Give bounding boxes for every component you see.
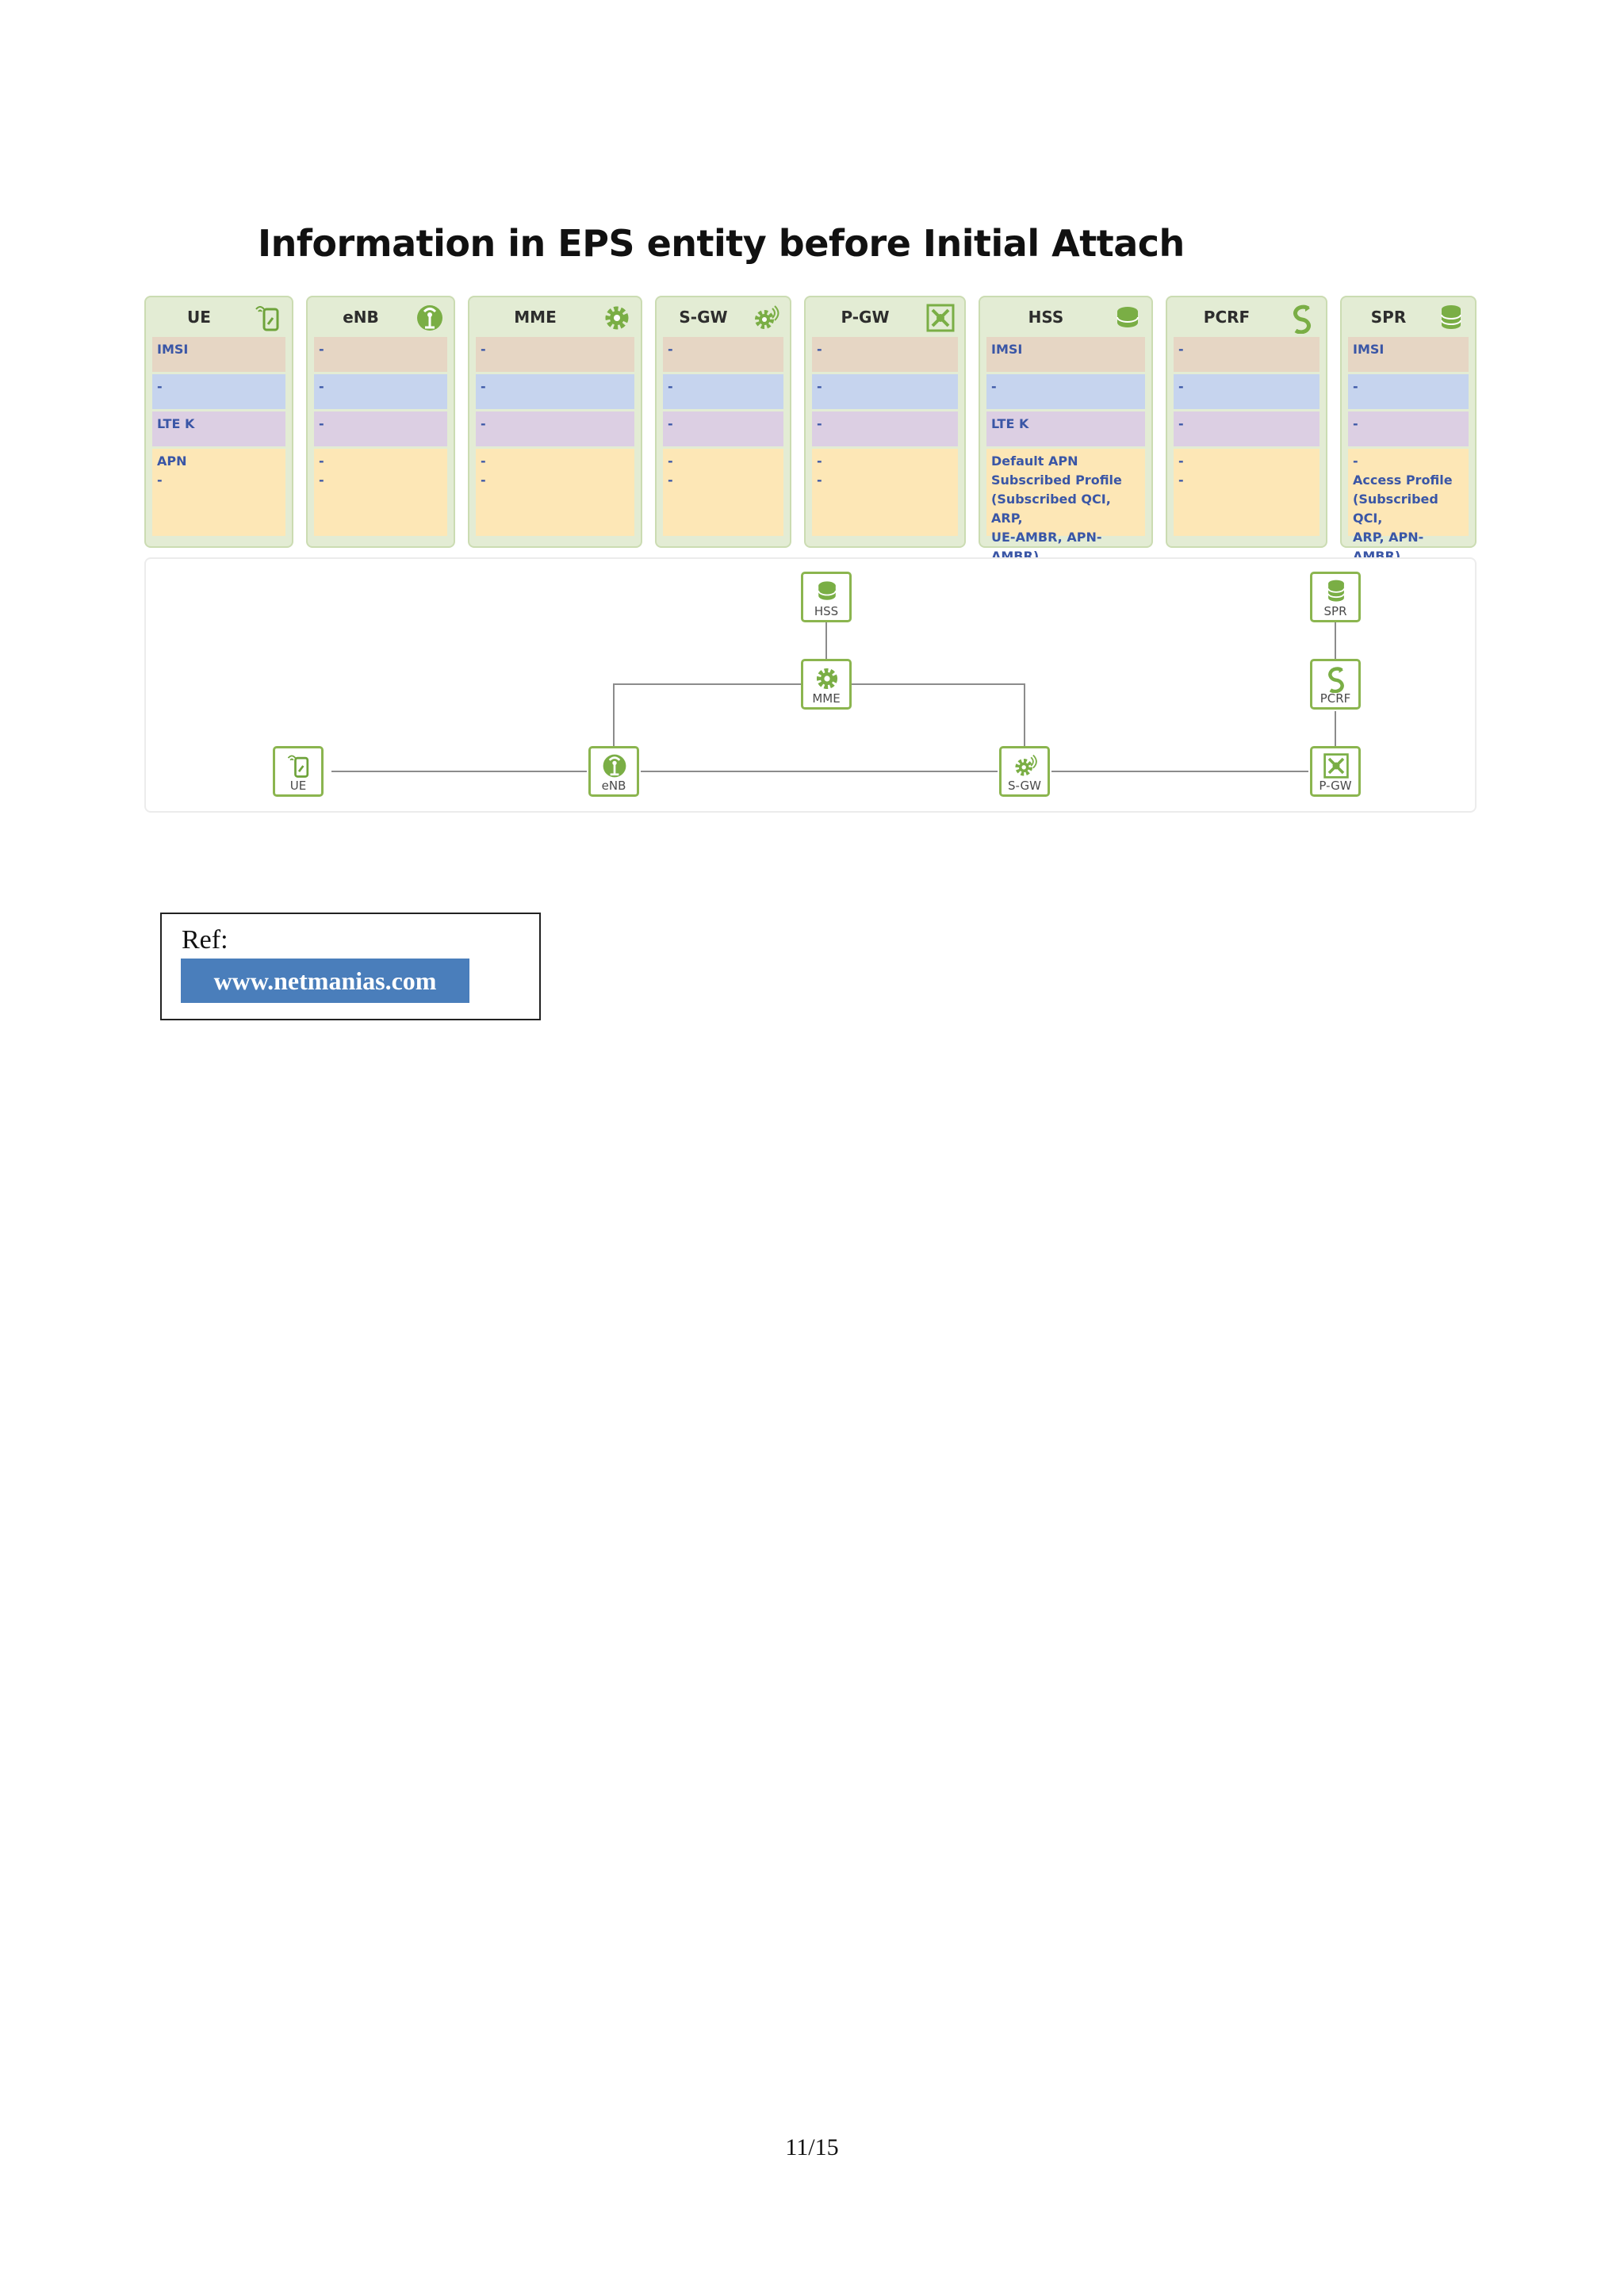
row-identity: IMSI [986, 337, 1145, 372]
row-security: - [476, 411, 634, 446]
database-stack-icon [1327, 580, 1345, 602]
node-hss: HSS [801, 572, 852, 622]
row-security: - [663, 411, 783, 446]
card-title: MME [514, 308, 557, 327]
row-identity: - [314, 337, 447, 372]
row-security: - [1174, 411, 1320, 446]
row-identity: - [663, 337, 783, 372]
database-icon [1116, 307, 1139, 327]
card-spr: SPR IMSI - - - Access Profile (Subscribe… [1340, 296, 1477, 564]
card-title: P-GW [841, 308, 890, 327]
card-ue: UE IMSI - LTE K APN - [144, 296, 293, 548]
gear-icon [605, 306, 629, 330]
card-title: HSS [1028, 308, 1064, 327]
gateway-cross-icon [926, 304, 955, 332]
node-pgw: P-GW [1310, 746, 1361, 797]
row-identity: - [1174, 337, 1320, 372]
row-profile: - - [663, 449, 783, 536]
row-security: LTE K [986, 411, 1145, 446]
database-icon [818, 581, 837, 600]
network-diagram: HSS SPR MME PCRF UE eNB S-GW P-GW [144, 557, 1477, 813]
card-pcrf: PCRF - - - - - [1166, 296, 1327, 548]
node-label: HSS [814, 604, 839, 618]
row-identity: - [812, 337, 958, 372]
node-label: P-GW [1319, 779, 1352, 793]
node-ue: UE [273, 746, 324, 797]
gear-signal-icon [755, 305, 779, 329]
row-profile: - - [314, 449, 447, 536]
node-label: SPR [1323, 604, 1347, 618]
card-title: UE [187, 308, 211, 327]
row-identity: IMSI [152, 337, 285, 372]
page-title: Information in EPS entity before Initial… [258, 222, 1185, 265]
diagram-links [331, 622, 1336, 772]
row-address: - [476, 374, 634, 409]
row-profile: APN - [152, 449, 285, 536]
card-enb: eNB - - - - - [306, 296, 455, 548]
gateway-cross-icon [1323, 753, 1349, 779]
node-label: UE [289, 779, 307, 793]
row-address: - [1348, 374, 1469, 409]
node-enb: eNB [588, 746, 639, 797]
card-title: S-GW [679, 308, 728, 327]
card-mme: MME - - - - - [468, 296, 642, 548]
card-hss: HSS IMSI - LTE K Default APN Subscribed … [979, 296, 1153, 564]
row-profile: - Access Profile (Subscribed QCI, ARP, A… [1348, 449, 1469, 564]
row-security: LTE K [152, 411, 285, 446]
row-address: - [314, 374, 447, 409]
node-label: S-GW [1008, 779, 1041, 793]
antenna-icon [603, 754, 626, 778]
database-stack-icon [1441, 305, 1461, 329]
node-sgw: S-GW [999, 746, 1050, 797]
node-label: PCRF [1320, 691, 1351, 706]
row-profile: - - [476, 449, 634, 536]
card-title: SPR [1370, 308, 1407, 327]
link-mme-enb [613, 683, 801, 752]
row-profile: - - [812, 449, 958, 536]
policy-swirl-icon [1328, 667, 1344, 693]
row-identity: IMSI [1348, 337, 1469, 372]
card-pgw: P-GW - - - - - [804, 296, 966, 548]
mobile-phone-icon [287, 755, 309, 778]
node-spr: SPR [1310, 572, 1361, 622]
node-label: MME [812, 691, 841, 706]
node-mme: MME [801, 659, 852, 710]
policy-swirl-icon [1293, 304, 1311, 334]
row-address: - [152, 374, 285, 409]
reference-link[interactable]: www.netmanias.com [181, 959, 469, 1003]
row-security: - [314, 411, 447, 446]
row-profile: - - [1174, 449, 1320, 536]
row-address: - [1174, 374, 1320, 409]
card-sgw: S-GW - - - - - [655, 296, 791, 548]
row-address: - [812, 374, 958, 409]
row-security: - [1348, 411, 1469, 446]
node-label: eNB [601, 779, 626, 793]
row-security: - [812, 411, 958, 446]
mobile-phone-icon [255, 306, 279, 331]
link-mme-sgw [852, 683, 1025, 752]
gear-icon [816, 668, 838, 690]
gear-signal-icon [1015, 754, 1037, 776]
row-identity: - [476, 337, 634, 372]
node-pcrf: PCRF [1310, 659, 1361, 710]
row-profile: Default APN Subscribed Profile (Subscrib… [986, 449, 1145, 564]
reference-box: Ref: www.netmanias.com [160, 913, 541, 1020]
card-title: eNB [343, 308, 379, 327]
antenna-icon [417, 305, 442, 331]
page-number: 11/15 [785, 2134, 839, 2160]
reference-label: Ref: [182, 925, 228, 955]
row-address: - [986, 374, 1145, 409]
card-title: PCRF [1203, 308, 1251, 327]
row-address: - [663, 374, 783, 409]
